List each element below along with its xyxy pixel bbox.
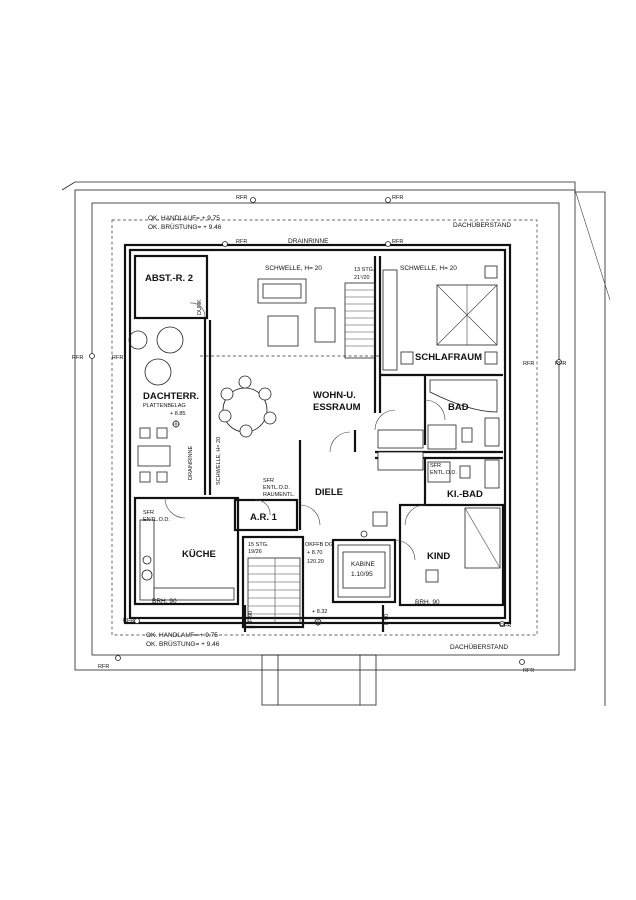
roof-outline: [61, 181, 611, 706]
sofa: [257, 278, 307, 304]
sfr-kueche: SFR: [143, 510, 154, 516]
terrace-table: [137, 427, 171, 483]
main-walls: [123, 243, 512, 632]
shower: [427, 461, 451, 483]
sfr1: SFR: [263, 478, 274, 484]
room-label-diele: DIELE: [315, 487, 343, 498]
rfr-label: RFR: [523, 361, 534, 367]
level-terr: + 8.85: [170, 411, 185, 417]
room-label-kind: KIND: [427, 551, 450, 562]
kitchen-counter: [139, 519, 235, 601]
drainrinne-top: DRAINRINNE: [288, 238, 329, 245]
rfr-label: RFR: [236, 195, 247, 201]
nightstand: [484, 265, 498, 279]
sfr-kueche-b: ENTL.O.D.: [143, 517, 170, 523]
drainrinne-side: DRAINRINNE: [188, 445, 194, 480]
sfr-bad-b: ENTL.O.D.: [430, 470, 457, 476]
sink: [484, 417, 500, 447]
stg15b: 19/26: [248, 549, 262, 555]
rfr-label: RFR: [555, 361, 566, 367]
dunk: DUNK: [197, 299, 203, 315]
stg13b: 21¹/20: [354, 275, 370, 281]
room-label-wohn2: ESSRAUM: [313, 402, 361, 413]
doors: [164, 302, 446, 561]
schwelle-vert: SCHWELLE, H= 20: [216, 437, 222, 485]
armchair: [314, 307, 336, 343]
rfr-label: RFR: [523, 668, 534, 674]
stairs-upper: [344, 282, 376, 359]
stairs-lower: [247, 557, 301, 624]
level-markers: [172, 420, 368, 626]
dining-table: [218, 375, 277, 438]
hall-cabinet: [377, 429, 424, 449]
rfr-label: RFR: [112, 355, 123, 361]
rfr-label: RFR: [72, 355, 83, 361]
room-label-kueche: KÜCHE: [182, 549, 216, 560]
bruestung-top: OK. BRÜSTUNG= + 9.46: [148, 223, 222, 231]
wardrobe: [382, 269, 398, 371]
room-label-wohn1: WOHN-U.: [313, 390, 356, 401]
terrace-plants: [128, 326, 184, 386]
rfr-label: RFR: [98, 664, 109, 670]
room-label-bad: BAD: [448, 402, 469, 413]
shower: [427, 424, 457, 450]
room-label-dachterr: DACHTERR.: [143, 391, 199, 402]
bathtub: [429, 379, 498, 413]
schlaf-chair: [400, 351, 414, 365]
okffb2: + 8.70: [307, 550, 322, 556]
stg15: 15 STG.: [248, 542, 269, 548]
sink: [484, 459, 500, 489]
sfr1b: ENTL.O.D.: [263, 485, 290, 491]
toilet: [459, 465, 471, 479]
rfr-label: RFR: [392, 195, 403, 201]
f90-left: F 90: [248, 611, 254, 622]
rfr-label: RFR: [500, 623, 511, 629]
room-label-ar1: A.R. 1: [250, 512, 278, 523]
hall-cabinet: [377, 451, 424, 471]
room-label-abst: ABST.-R. 2: [145, 273, 193, 284]
brh-kind: BRH. 90: [415, 599, 440, 606]
room-label-kabine: KABINE: [351, 561, 376, 568]
brh-kueche: BRH. 90: [152, 598, 177, 605]
f90-right: F 90: [384, 614, 390, 625]
stg13: 13 STG.: [354, 267, 375, 273]
toilet: [461, 427, 473, 443]
coffee-table: [267, 315, 299, 347]
sfr1c: RAUMENTL.: [263, 492, 295, 498]
room-label-plattenbelag: PLATTENBELAG: [143, 403, 186, 409]
diele-seat: [372, 511, 388, 527]
handlauf-bottom: OK. HANDLAUF= + 9.75: [146, 632, 218, 639]
bruestung-bottom: OK. BRÜSTUNG= + 9.46: [146, 640, 220, 648]
rfr-markers: [89, 197, 562, 665]
dachueberstand-bottom: DACHÜBERSTAND: [450, 643, 508, 651]
dachueberstand-top: DACHÜBERSTAND: [453, 221, 511, 229]
room-label-kibad: KI.-BAD: [447, 489, 483, 500]
okffb3: 120.20: [307, 559, 324, 565]
handlauf-top: OK. HANDLAUF= + 9.75: [148, 215, 220, 222]
sfr-bad: SFR: [430, 463, 441, 469]
schwelle-left: SCHWELLE, H= 20: [265, 265, 322, 272]
rfr-label: RFR: [236, 239, 247, 245]
nightstand: [484, 351, 498, 365]
kind-desk: [425, 569, 439, 583]
terrace-railing: [111, 219, 538, 636]
kind-bed: [464, 507, 501, 569]
room-label-kabine-size: 1.10/95: [351, 571, 373, 578]
bed: [436, 284, 498, 346]
schwelle-right: SCHWELLE, H= 20: [400, 265, 457, 272]
okffb1: OKFFB DG: [305, 542, 333, 548]
rfr-label: RFR: [123, 618, 134, 624]
rfr-label: RFR: [392, 239, 403, 245]
level-stair: + 8.32: [312, 609, 327, 615]
room-label-schlaf: SCHLAFRAUM: [415, 352, 482, 363]
